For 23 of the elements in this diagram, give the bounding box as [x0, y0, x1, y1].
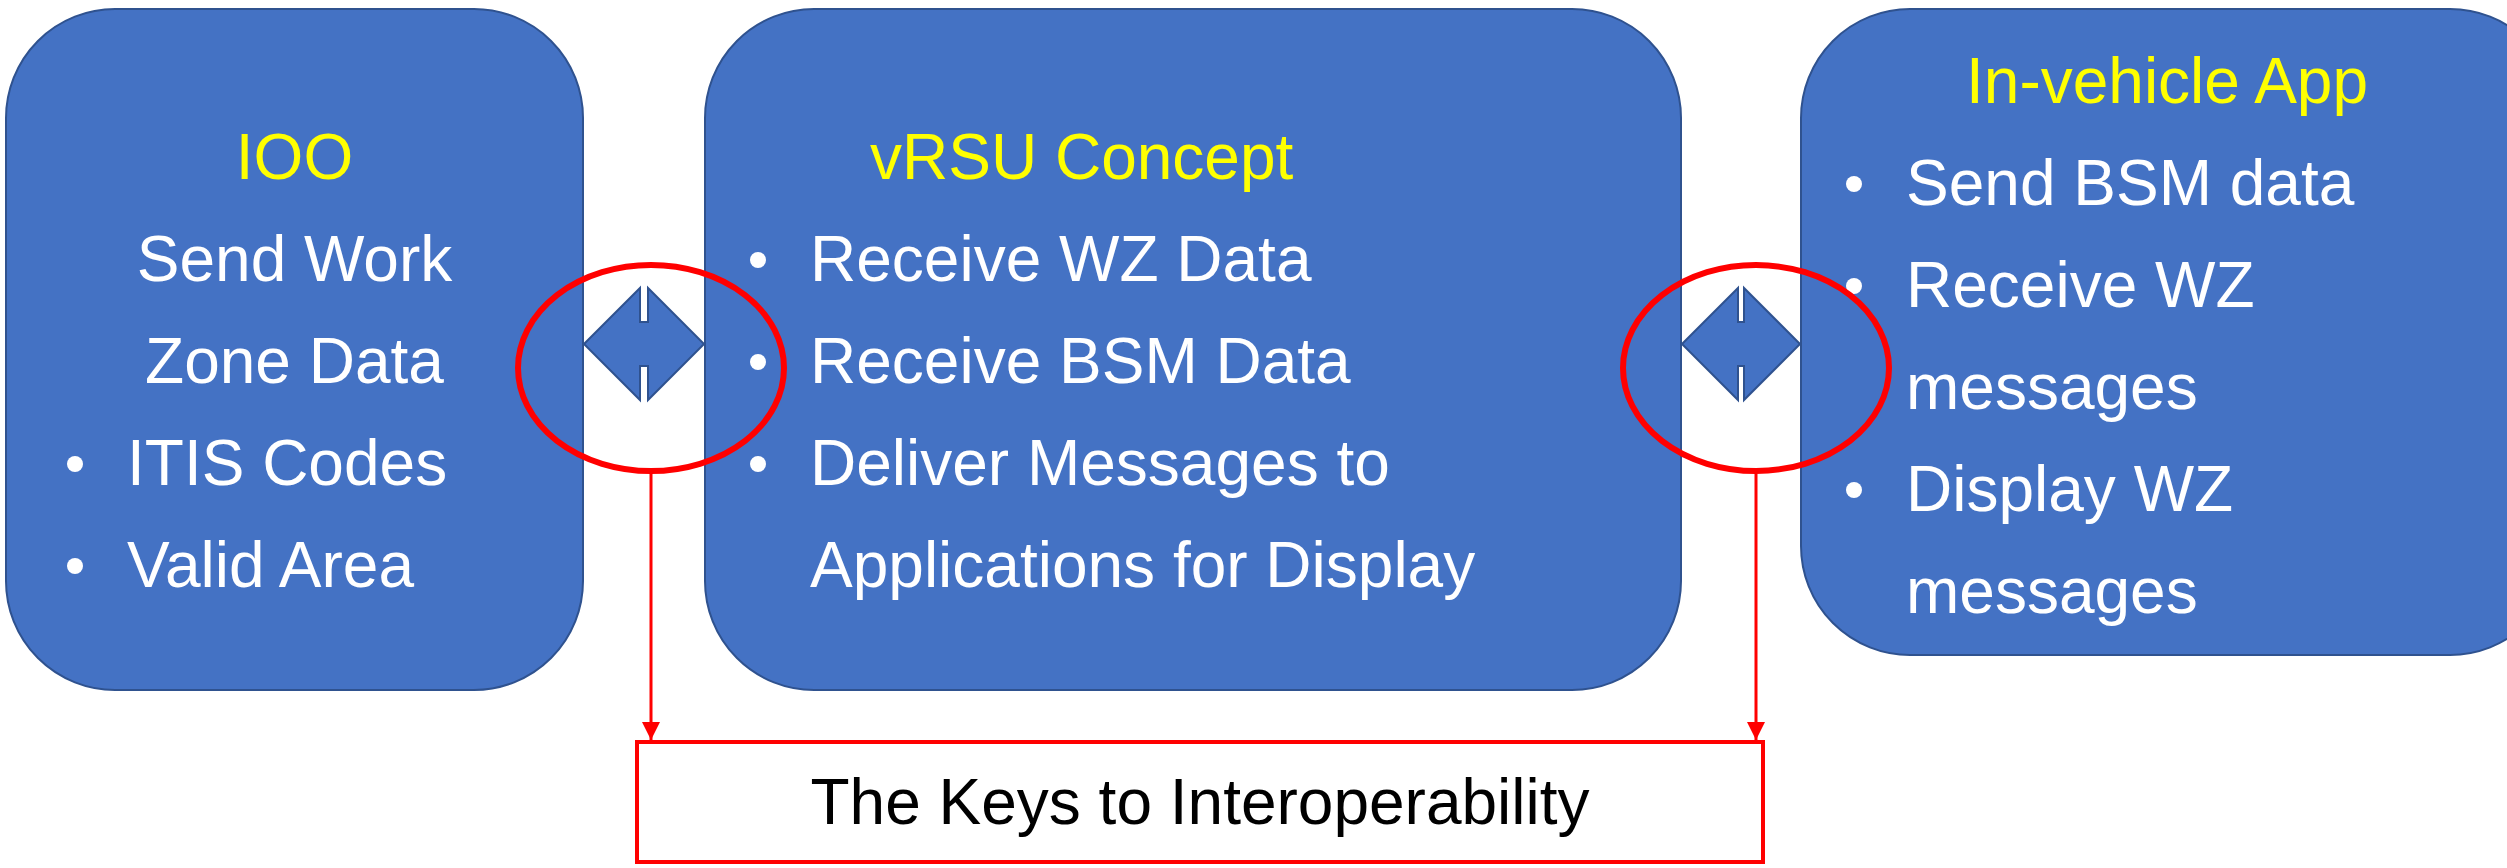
leader-arrow	[1747, 474, 1765, 740]
box-text: Send Work Zone Data	[135, 222, 454, 399]
leader-arrow	[642, 474, 660, 740]
caption-text: The Keys to Interoperability	[810, 765, 1590, 840]
box-title: In-vehicle App	[1965, 44, 2369, 119]
double-block-arrow	[582, 285, 706, 403]
highlight-ellipse	[515, 262, 787, 474]
bullet-text: ITIS Codes	[127, 426, 448, 501]
bullet-text: Deliver Messages to Applications for Display	[810, 426, 1477, 603]
bullet-text: Valid Area	[127, 528, 414, 603]
double-block-arrow	[1680, 285, 1802, 403]
process-box	[1800, 8, 2507, 656]
process-box	[5, 8, 584, 691]
process-box	[704, 8, 1682, 691]
bullet-text: Receive WZ messages	[1906, 248, 2256, 425]
box-title: IOO	[235, 120, 355, 195]
caption-box	[635, 740, 1765, 864]
bullet-text: Send BSM data	[1906, 146, 2355, 221]
box-title: vRSU Concept	[869, 120, 1294, 195]
bullet-text: Receive BSM Data	[810, 324, 1351, 399]
highlight-ellipse	[1620, 262, 1892, 474]
bullet-text: Display WZ messages	[1906, 452, 2235, 629]
bullet-text: Receive WZ Data	[810, 222, 1312, 297]
